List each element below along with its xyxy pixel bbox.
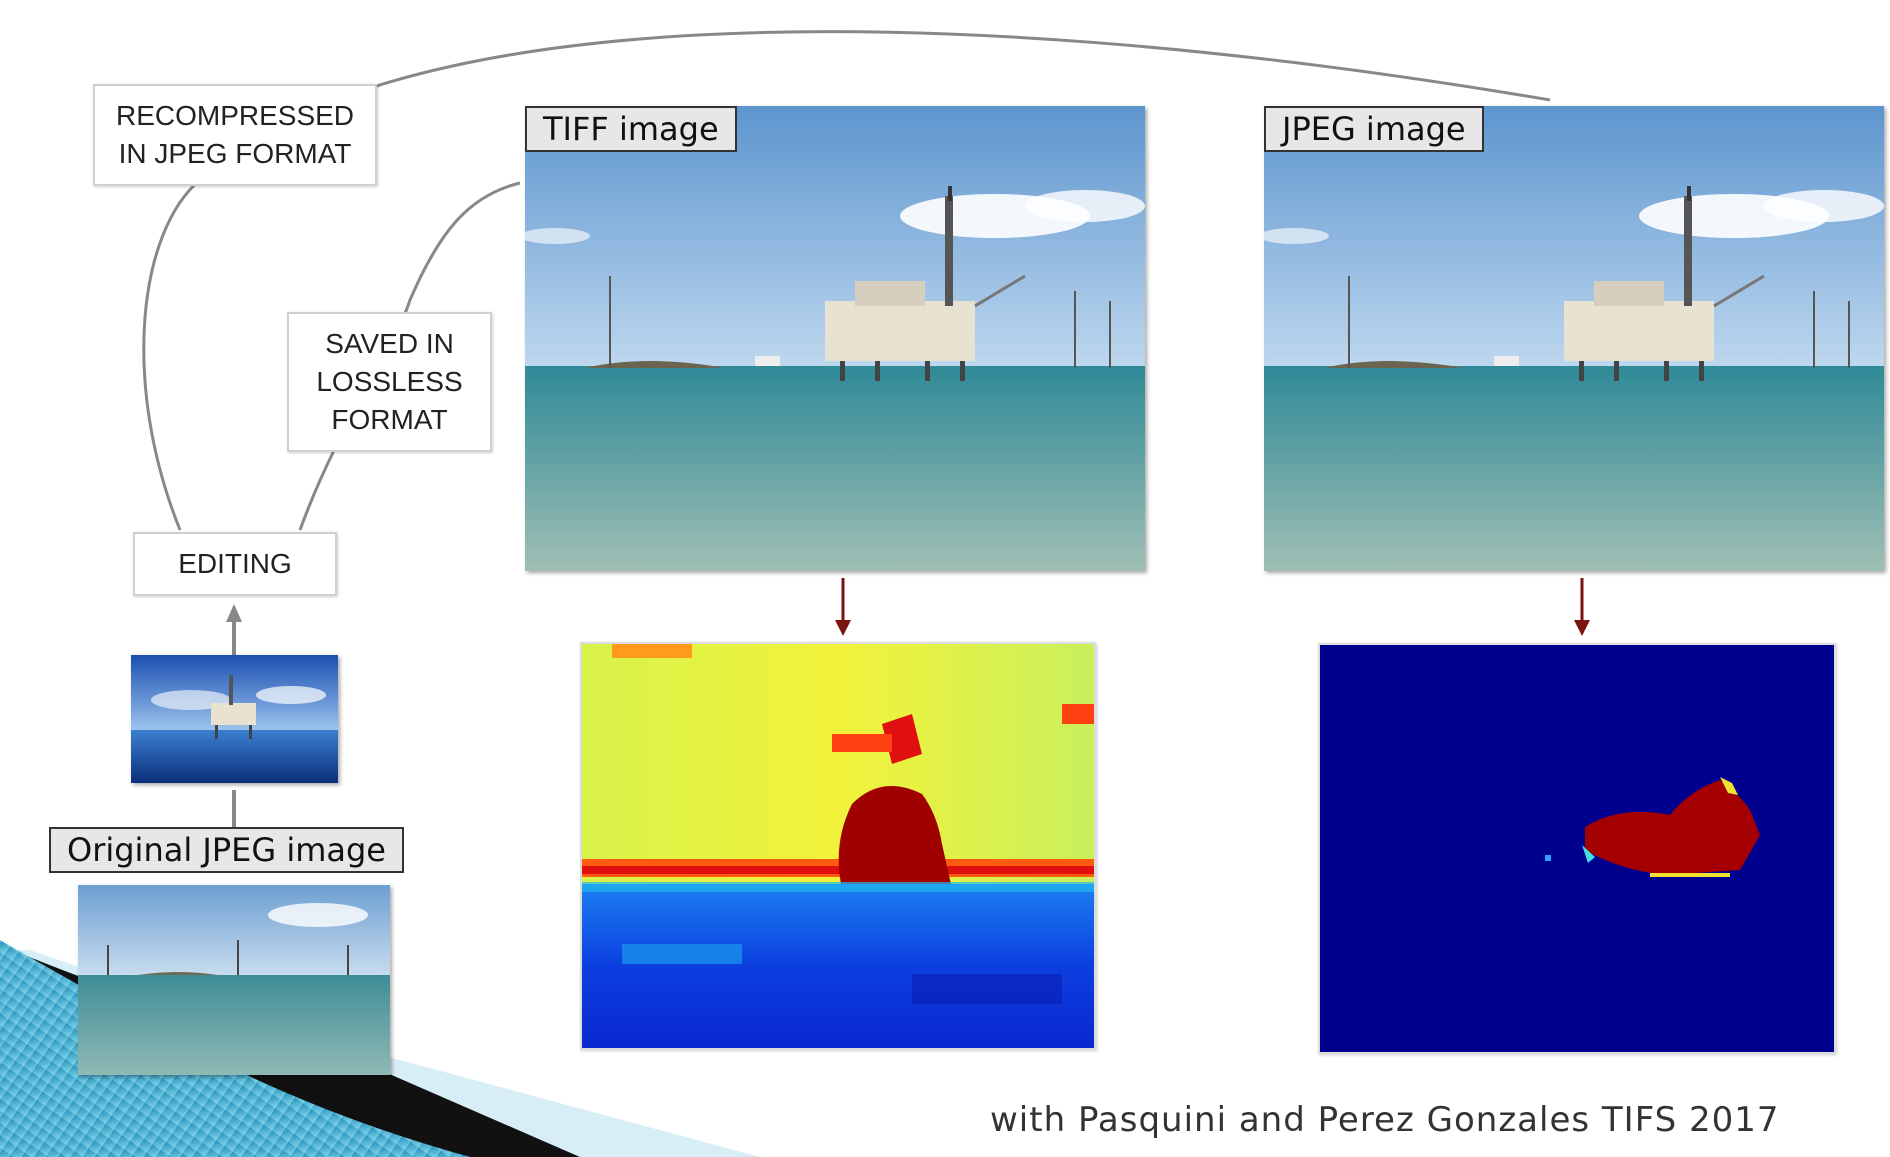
citation-text: with Pasquini and Perez Gonzales TIFS 20… [990, 1100, 1780, 1140]
jpeg-photo [1264, 106, 1884, 571]
saved-lossless-box: SAVED IN LOSSLESS FORMAT [287, 312, 492, 452]
sailboat-icon [1348, 276, 1850, 368]
arrow-jpeg-to-map-head [1574, 620, 1590, 636]
oil-rig-icon [1564, 186, 1765, 381]
original-jpeg-photo [78, 885, 390, 1075]
original-jpeg-label: Original JPEG image [49, 827, 404, 873]
jpeg-image-label: JPEG image [1264, 106, 1484, 152]
tiff-image-label: TIFF image [525, 106, 737, 152]
platform-icon [211, 675, 256, 739]
oil-rig-icon [825, 186, 1026, 381]
edited-thumbnail [131, 655, 338, 783]
arrow-tiff-to-map-head [835, 620, 851, 636]
sailboat-icon [609, 276, 1111, 368]
decoration-teal-band [0, 940, 470, 1157]
recompressed-box: RECOMPRESSED IN JPEG FORMAT [93, 84, 377, 186]
tiff-heatmap [580, 642, 1096, 1050]
sailboat-icon [107, 940, 349, 975]
editing-box: EDITING [133, 532, 337, 596]
arrow-up-to-editing [226, 604, 242, 622]
jpeg-heatmap [1318, 643, 1836, 1054]
tiff-photo [525, 106, 1145, 571]
